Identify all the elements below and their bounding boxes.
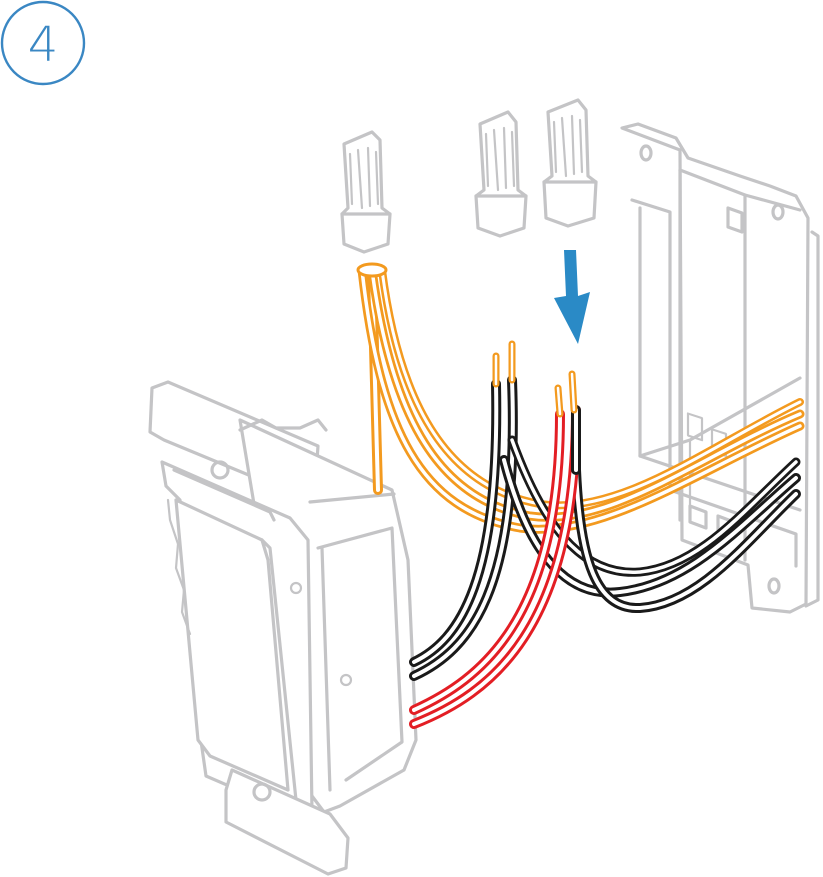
red-wire (409, 370, 581, 729)
black-wires (409, 340, 801, 681)
arrow-down-icon (554, 250, 590, 344)
mounting-screw (210, 460, 230, 480)
step-badge: 4 (0, 0, 86, 86)
screw-hole (639, 144, 653, 162)
step-badge-circle (0, 0, 86, 86)
step-number: 4 (28, 17, 59, 73)
screw-hole (771, 203, 785, 221)
wire-nut-icon (542, 98, 598, 228)
neutral-wires (356, 262, 805, 534)
screw-hole (767, 577, 781, 595)
dimmer-switch (148, 380, 418, 876)
mounting-screw (252, 782, 272, 802)
wire-nut-icon (340, 130, 392, 254)
wire-nut-icon (474, 110, 528, 238)
